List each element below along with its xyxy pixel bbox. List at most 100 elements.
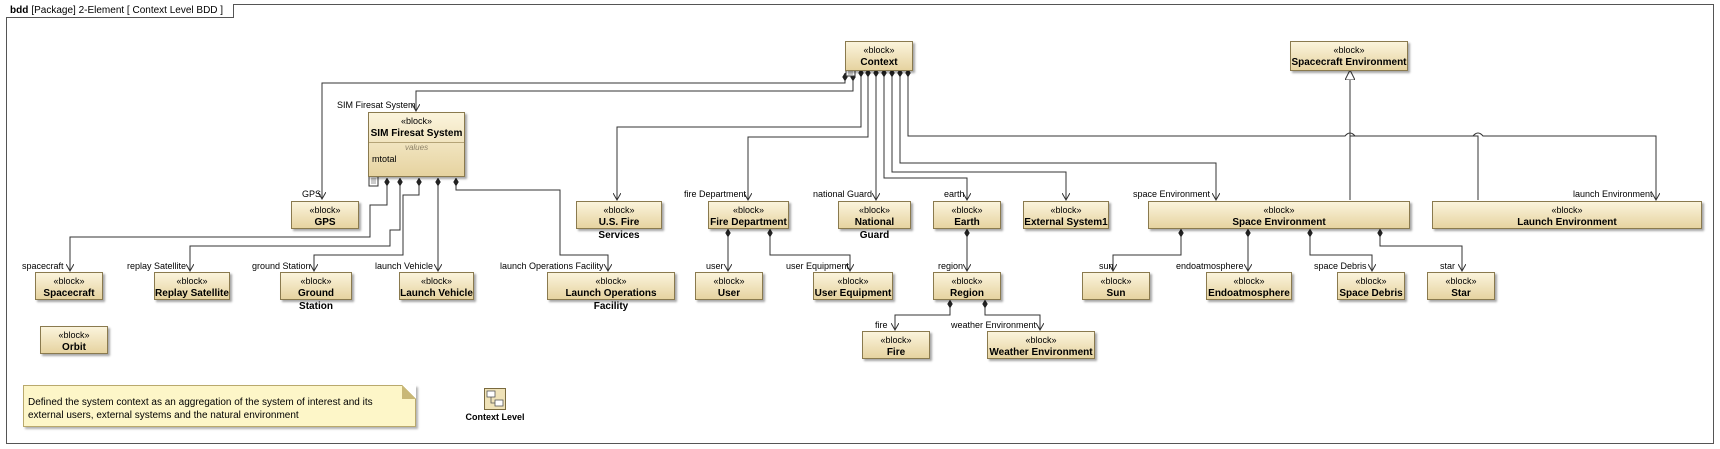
note-text: Defined the system context as an aggrega… [28, 397, 373, 421]
stereotype: «block» [1445, 276, 1477, 286]
role-label: endoatmosphere [1176, 261, 1244, 271]
stereotype: «block» [837, 276, 869, 286]
assoc-context-launchenv [908, 69, 1656, 200]
role-label: space Environment [1133, 189, 1211, 199]
block-star[interactable]: «block» Star [1427, 272, 1495, 300]
assoc-spaceenv-debris [1310, 229, 1372, 271]
role-label: fire [875, 320, 888, 330]
block-spacecraft[interactable]: «block» Spacecraft [35, 272, 103, 300]
stereotype: «block» [400, 116, 433, 126]
block-us-fire-services[interactable]: «block» U.S. Fire Services [576, 201, 662, 241]
stereotype: «block» [300, 276, 332, 286]
assoc-sim-lops [456, 178, 608, 271]
role-label: national Guard [813, 189, 873, 199]
assoc-context-ext1 [892, 69, 1066, 200]
block-weather-environment[interactable]: «block» Weather Environment [987, 331, 1095, 359]
assoc-region-weather [985, 300, 1040, 330]
block-name: Fire [886, 347, 906, 358]
stereotype: «block» [1333, 45, 1365, 55]
stereotype: «block» [1551, 205, 1583, 215]
block-sun[interactable]: «block» Sun [1082, 272, 1150, 300]
assoc-firedept-ueq [770, 229, 850, 271]
stereotype: «block» [1233, 276, 1265, 286]
block-name: User Equipment [814, 288, 892, 299]
stereotype: «block» [58, 330, 90, 340]
stereotype: «block» [420, 276, 453, 286]
block-space-debris[interactable]: «block» Space Debris [1337, 272, 1405, 300]
block-launch-vehicle[interactable]: «block» Launch Vehicle [399, 272, 474, 300]
block-gps[interactable]: «block» GPS [291, 201, 359, 229]
role-label: star [1440, 261, 1456, 271]
stereotype: «block» [1100, 276, 1132, 286]
block-name: Launch Environment [1517, 217, 1617, 228]
block-region[interactable]: «block» Region [933, 272, 1001, 300]
block-name: Endoatmosphere [1208, 288, 1290, 299]
stereotype: «block» [732, 205, 765, 215]
block-name: User [717, 288, 741, 299]
stereotype: «block» [951, 205, 983, 215]
assoc-context-sim [416, 73, 853, 111]
frame-kind: bdd [10, 5, 29, 16]
block-fire-department[interactable]: «block» Fire Department [708, 201, 789, 229]
role-label: spacecraft [22, 261, 64, 271]
compartment-header: values [404, 143, 429, 152]
assoc-context-earth [884, 69, 967, 200]
block-name: Replay Satellite [155, 288, 229, 299]
diagram-link-label: Context Level [465, 412, 525, 422]
block-name: Ground Station [297, 288, 335, 312]
block-name: Star [1451, 288, 1471, 299]
role-label: region [938, 261, 964, 271]
block-earth[interactable]: «block» Earth [933, 201, 1001, 229]
context-level-diagram-link[interactable]: Context Level [460, 388, 530, 422]
frame-title: [Package] 2-Element [ Context Level BDD … [31, 5, 224, 16]
role-label: sun [1099, 261, 1114, 271]
stereotype: «block» [176, 276, 208, 286]
block-launch-operations-facility[interactable]: «block» Launch Operations Facility [547, 272, 675, 312]
stereotype: «block» [880, 335, 912, 345]
block-name: National Guard [854, 217, 895, 241]
block-replay-satellite[interactable]: «block» Replay Satellite [154, 272, 230, 300]
block-name: Weather Environment [989, 347, 1093, 358]
value-property[interactable]: mtotal [372, 154, 397, 164]
block-name: Orbit [62, 342, 86, 353]
block-external-system1[interactable]: «block» External System1 [1023, 201, 1109, 229]
block-name: U.S. Fire Services [598, 217, 640, 241]
block-endoatmosphere[interactable]: «block» Endoatmosphere [1206, 272, 1292, 300]
block-national-guard[interactable]: «block» National Guard [838, 201, 911, 241]
block-spacecraft-environment[interactable]: «block» Spacecraft Environment [1290, 41, 1408, 71]
block-launch-environment[interactable]: «block» Launch Environment [1432, 201, 1702, 229]
block-space-environment[interactable]: «block» Space Environment [1148, 201, 1410, 229]
block-fire[interactable]: «block» Fire [862, 331, 930, 359]
stereotype: «block» [309, 205, 341, 215]
block-context[interactable]: «block» Context [845, 41, 913, 71]
block-orbit[interactable]: «block» Orbit [40, 326, 108, 354]
block-name: Spacecraft [43, 288, 95, 299]
role-label: GPS [302, 189, 322, 199]
block-ground-station[interactable]: «block» Ground Station [280, 272, 352, 312]
assoc-context-usfire [617, 69, 861, 200]
role-label: user Equipment [786, 261, 850, 271]
stereotype: «block» [863, 45, 895, 55]
block-sim-firesat-system[interactable]: «block» SIM Firesat System values mtotal [368, 112, 465, 177]
role-label: SIM Firesat System [337, 100, 416, 110]
role-label: fire Department [684, 189, 747, 199]
block-user-equipment[interactable]: «block» User Equipment [813, 272, 893, 300]
diagram-frame-header: bdd[Package] 2-Element [ Context Level B… [6, 4, 235, 18]
role-label: replay Satellite [127, 261, 187, 271]
comment-note[interactable]: Defined the system context as an aggrega… [23, 385, 416, 427]
stereotype: «block» [858, 205, 891, 215]
stereotype: «block» [603, 205, 635, 215]
block-name: Earth [954, 217, 980, 228]
role-label: launch Operations Facility [500, 261, 604, 271]
block-name: SIM Firesat System [370, 128, 463, 139]
stereotype: «block» [595, 276, 627, 286]
note-fold-corner [402, 385, 416, 399]
block-name: External System1 [1024, 217, 1108, 228]
stereotype: «block» [713, 276, 745, 286]
block-user[interactable]: «block» User [695, 272, 763, 300]
diagram-frame [6, 4, 1714, 444]
role-label: weather Environment [951, 320, 1037, 330]
block-name: Spacecraft Environment [1291, 57, 1407, 68]
assoc-region-fire [895, 300, 950, 330]
